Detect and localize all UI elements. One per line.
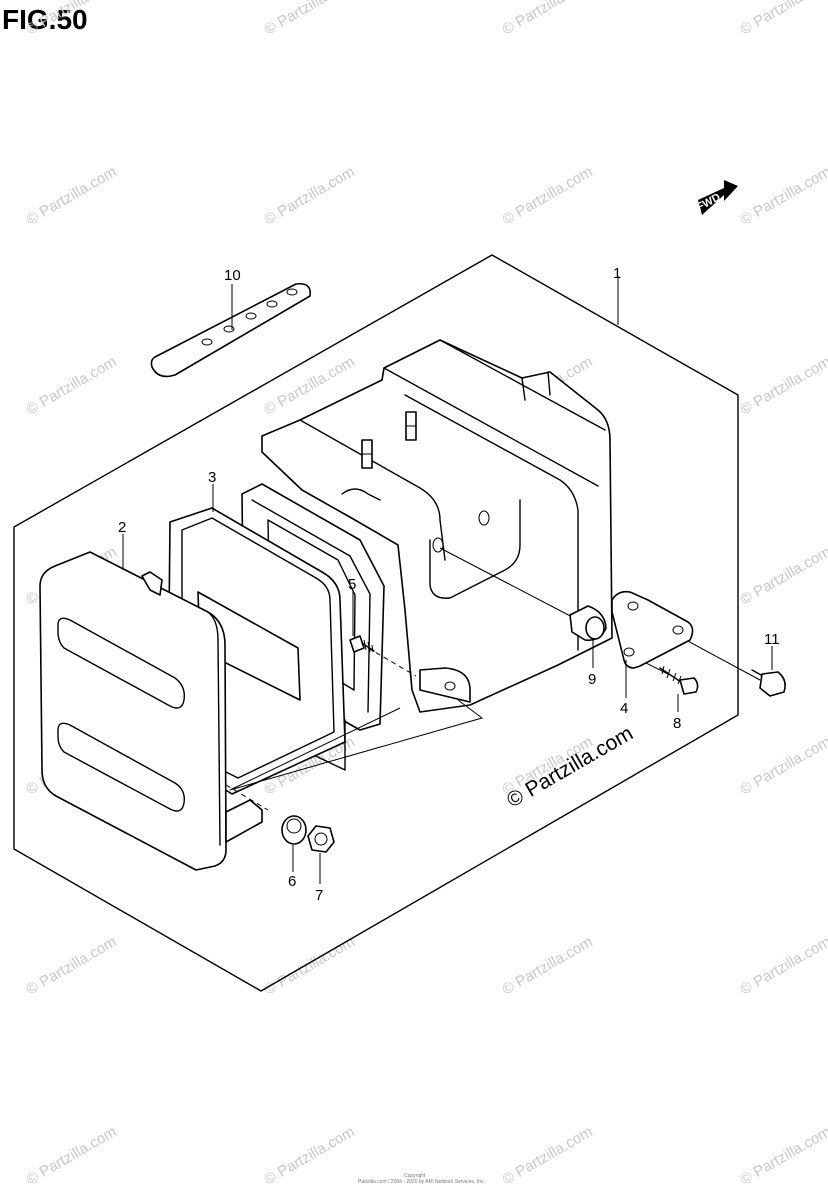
callout-7: 7 [315, 887, 323, 904]
watermark-text: © Partzilla.com [262, 0, 358, 38]
watermark-text: © Partzilla.com [24, 353, 120, 418]
watermark-text: © Partzilla.com [500, 163, 596, 228]
part-9-grommet [569, 605, 607, 642]
watermark-text: © Partzilla.com [24, 1123, 120, 1188]
watermark-text: © Partzilla.com [500, 933, 596, 998]
watermark-text: © Partzilla.com [24, 163, 120, 228]
callout-4: 4 [620, 700, 628, 717]
callout-3: 3 [208, 469, 216, 486]
part-11-bolt [751, 669, 786, 697]
part-5-screw [349, 635, 375, 653]
copyright-line-2: Partzilla.com / 2004 - 2020 by ARI Netwo… [358, 1179, 485, 1185]
assembly-box [13, 254, 739, 992]
callout-11: 11 [764, 631, 780, 648]
watermark-text: © Partzilla.com [738, 543, 828, 608]
part-4-bracket [611, 590, 694, 669]
callout-5: 5 [348, 576, 356, 593]
copyright-line-1: Copyright [404, 1173, 426, 1179]
part-2-lens [39, 551, 263, 871]
fwd-label: FWD [695, 191, 723, 213]
watermark-text: © Partzilla.com [738, 1123, 828, 1188]
callout-1: 1 [613, 265, 621, 282]
callout-6: 6 [288, 873, 296, 890]
callout-10: 10 [224, 267, 241, 284]
watermark-text: © Partzilla.com [738, 353, 828, 418]
watermark-text: © Partzilla.com [738, 933, 828, 998]
part-6-washer [281, 815, 307, 845]
fwd-arrow-icon: FWD [695, 180, 738, 215]
watermark-text: © Partzilla.com [500, 1123, 596, 1188]
part-10-strap [150, 282, 312, 378]
callout-8: 8 [673, 715, 681, 732]
callout-9: 9 [588, 671, 596, 688]
watermark-text: © Partzilla.com [738, 0, 828, 38]
partzilla-mark: © Partzilla.com [503, 722, 637, 813]
watermark-text: © Partzilla.com [262, 163, 358, 228]
watermark-text: © Partzilla.com [262, 1123, 358, 1188]
watermark-text: © Partzilla.com [738, 163, 828, 228]
part-8-screw [659, 665, 699, 695]
watermark-text: © Partzilla.com [738, 733, 828, 798]
watermark-text: © Partzilla.com [24, 933, 120, 998]
figure-title: FIG.50 [2, 4, 88, 35]
watermark-text: © Partzilla.com [500, 0, 596, 38]
callout-2: 2 [118, 519, 126, 536]
part-7-nut [307, 825, 335, 853]
watermark-text: © Partzilla.com [24, 0, 120, 38]
